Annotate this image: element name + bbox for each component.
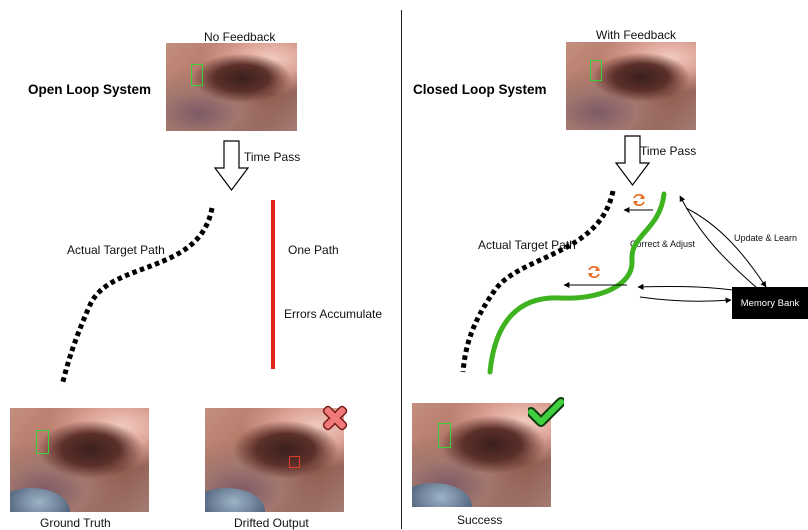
- update-arrow-top: [686, 208, 766, 287]
- time-pass-arrow-left: [215, 141, 248, 190]
- memory-to-path-arrow: [638, 286, 733, 290]
- target-path-right: [463, 191, 613, 372]
- time-pass-arrow-right: [616, 136, 649, 185]
- path-to-memory-arrow: [640, 297, 731, 301]
- refresh-cycle-icon: [588, 267, 600, 277]
- update-arrow-return: [680, 196, 757, 288]
- target-path-left: [62, 208, 212, 385]
- refresh-cycle-icon: [633, 195, 645, 205]
- corrected-path: [490, 194, 664, 372]
